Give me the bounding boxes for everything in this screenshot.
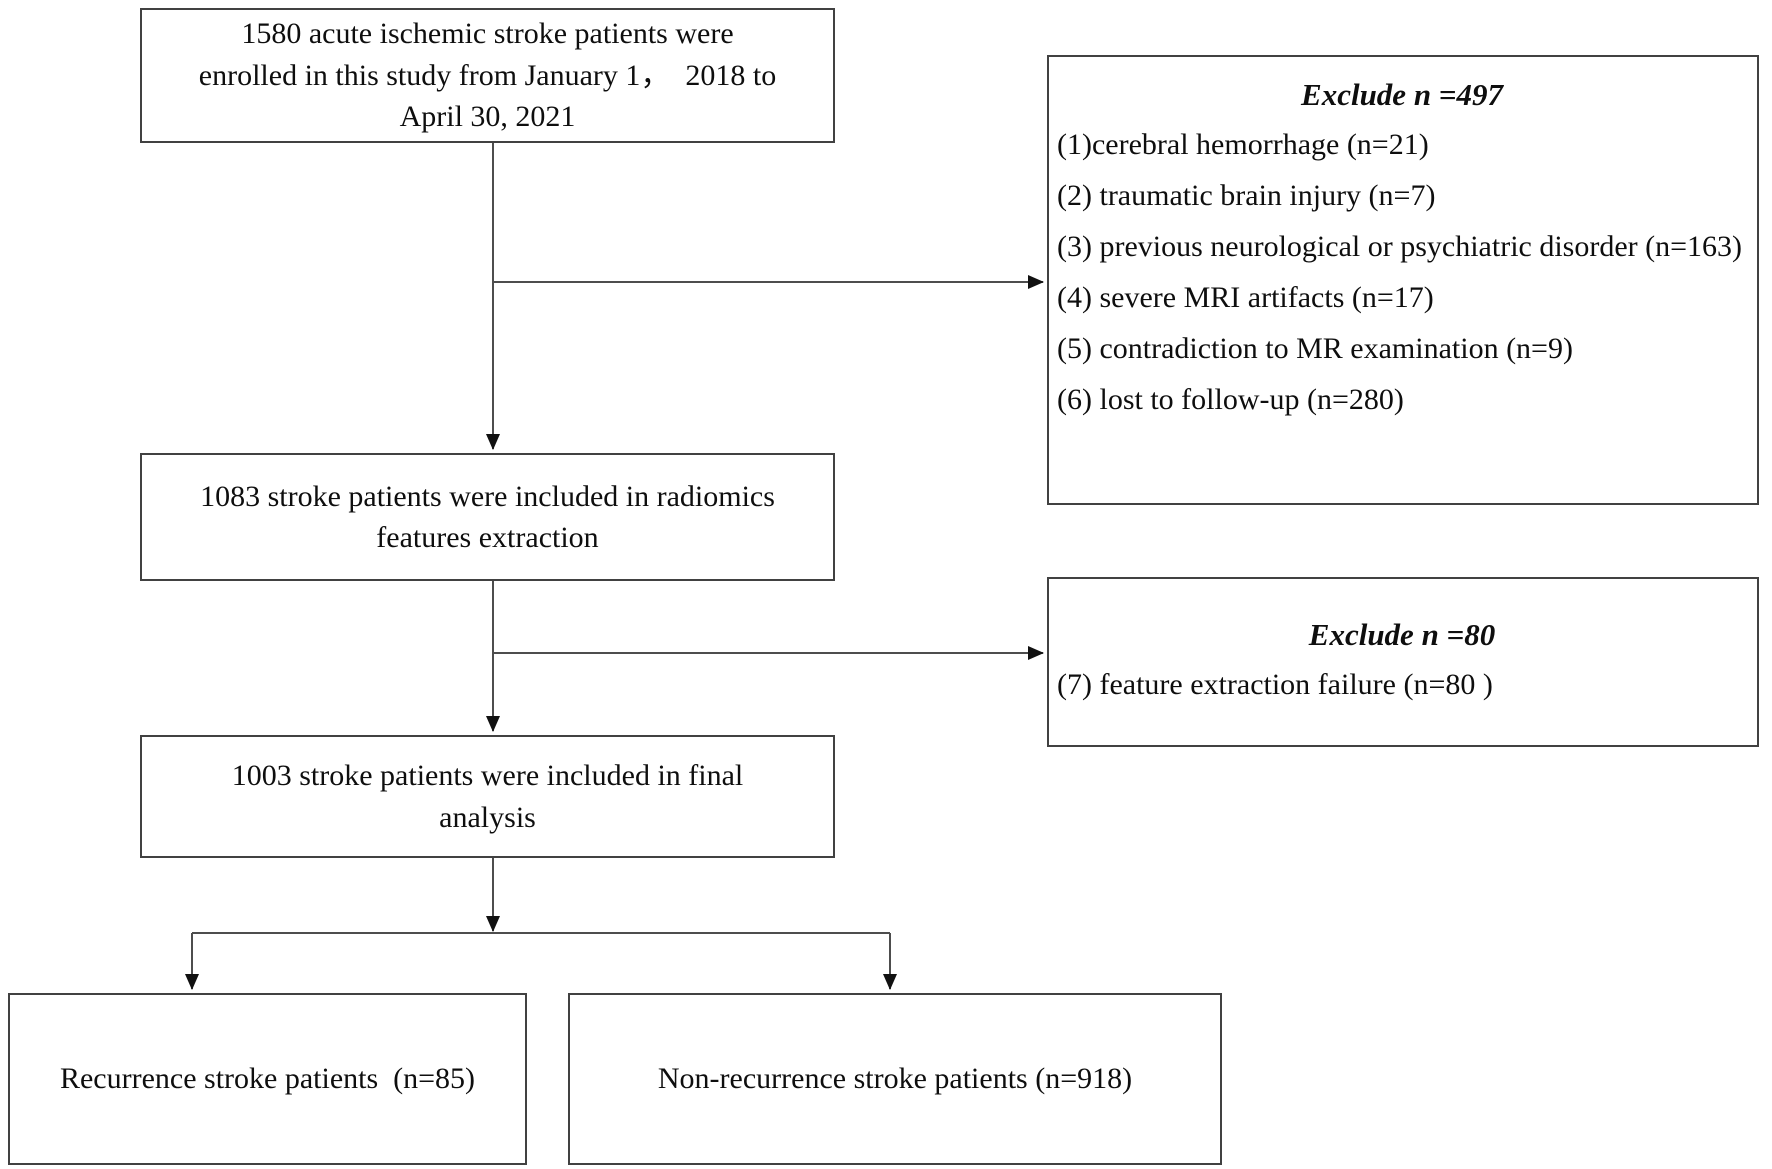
recurrence-patients-box: Recurrence stroke patients (n=85) bbox=[8, 993, 527, 1165]
exclude-item-3: (3) previous neurological or psychiatric… bbox=[1057, 230, 1743, 263]
exclude-item-4: (4) severe MRI artifacts (n=17) bbox=[1057, 281, 1434, 314]
exclude-497-title: Exclude n =497 bbox=[1301, 77, 1503, 112]
enrolled-patients-box: 1580 acute ischemic stroke patients were… bbox=[140, 8, 835, 143]
exclude-item-2: (2) traumatic brain injury (n=7) bbox=[1057, 179, 1436, 212]
radiomics-extraction-box: 1083 stroke patients were included in ra… bbox=[140, 453, 835, 581]
exclude-497-box: Exclude n =497 (1)cerebral hemorrhage (n… bbox=[1047, 55, 1759, 505]
exclude-80-box: Exclude n =80 (7) feature extraction fai… bbox=[1047, 577, 1759, 747]
exclude-497-list: (1)cerebral hemorrhage (n=21) (2) trauma… bbox=[1057, 125, 1747, 419]
exclude-item-6: (6) lost to follow-up (n=280) bbox=[1057, 383, 1404, 416]
exclude-80-title: Exclude n =80 bbox=[1308, 617, 1496, 652]
exclude-80-list: (7) feature extraction failure (n=80 ) bbox=[1057, 665, 1747, 704]
exclude-item-7: (7) feature extraction failure (n=80 ) bbox=[1057, 668, 1493, 701]
final-analysis-box: 1003 stroke patients were included in fi… bbox=[140, 735, 835, 858]
exclude-item-5: (5) contradiction to MR examination (n=9… bbox=[1057, 332, 1573, 365]
exclude-item-1: (1)cerebral hemorrhage (n=21) bbox=[1057, 128, 1429, 161]
non-recurrence-patients-box: Non-recurrence stroke patients (n=918) bbox=[568, 993, 1222, 1165]
